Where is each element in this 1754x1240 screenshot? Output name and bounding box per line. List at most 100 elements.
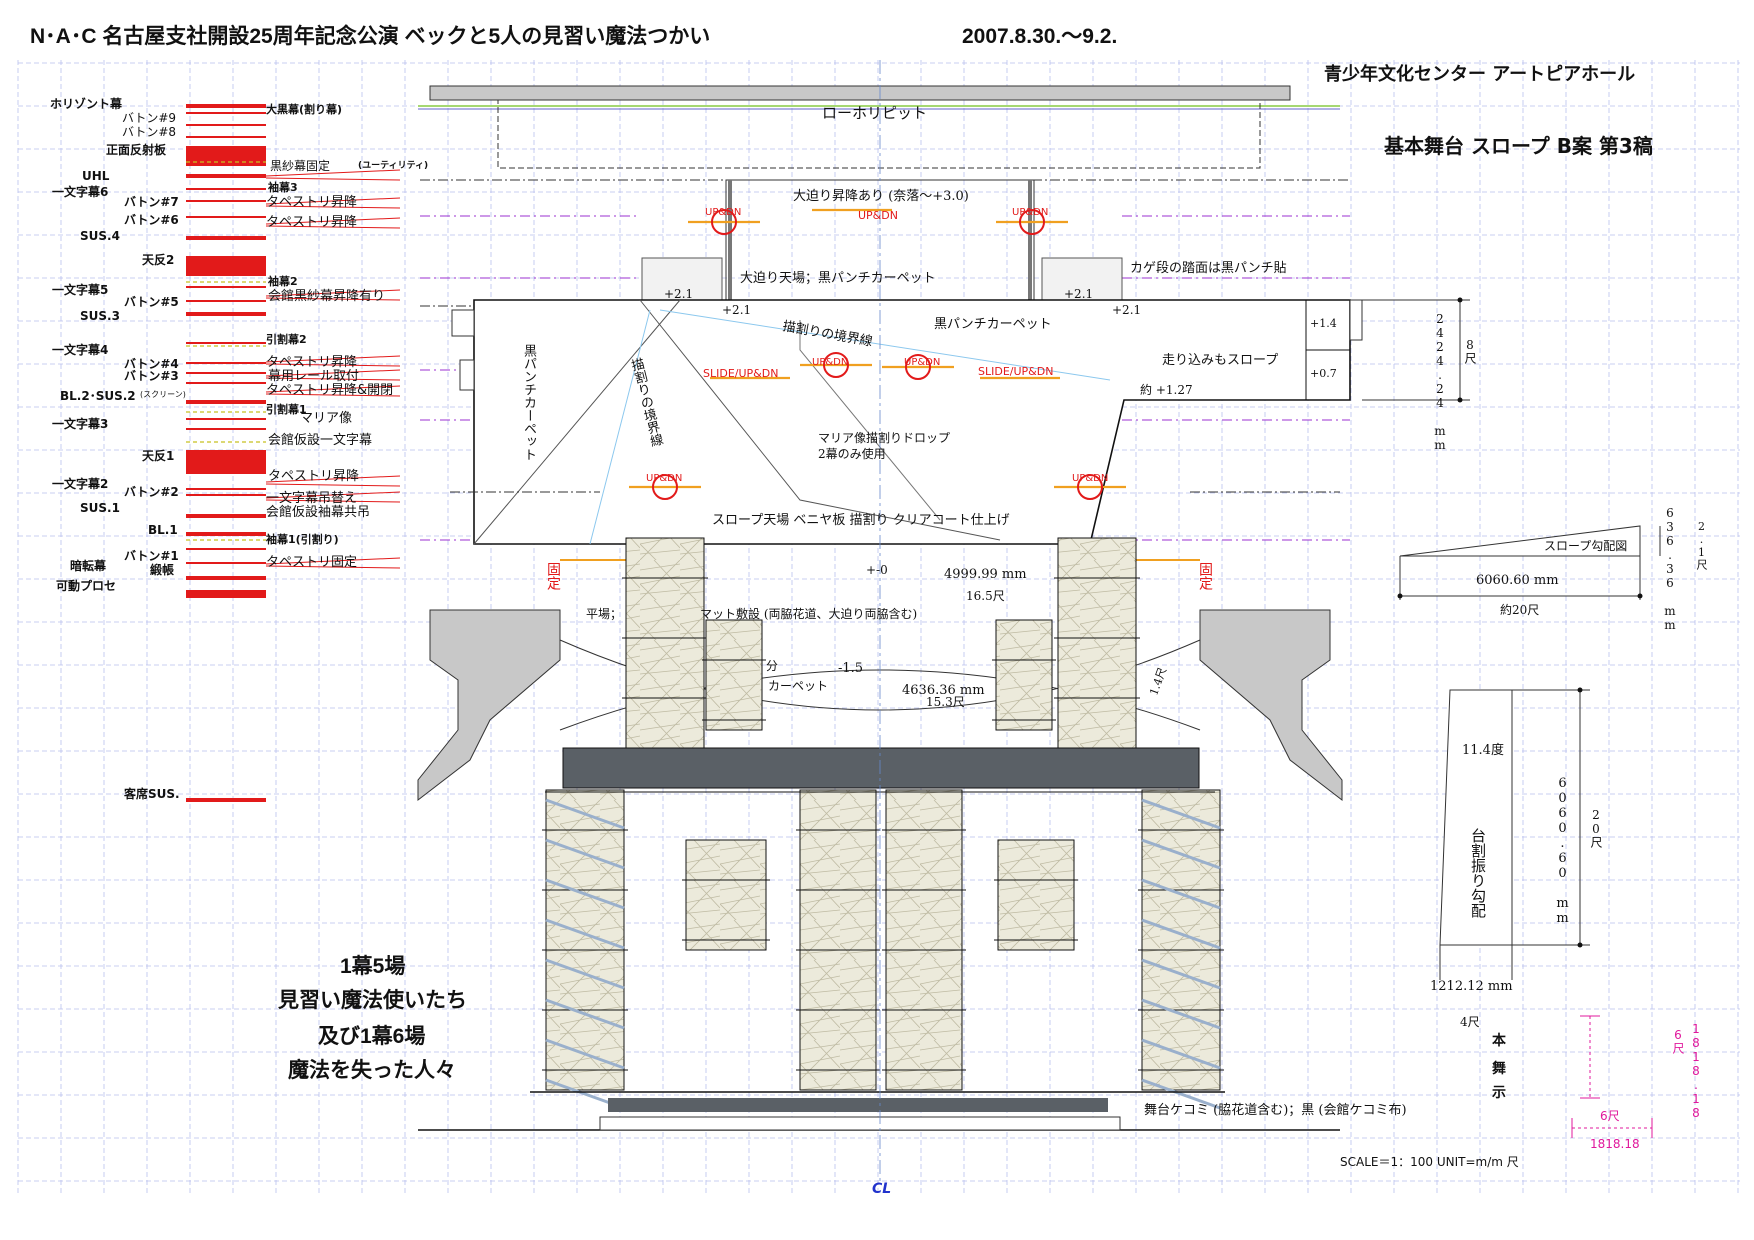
proscenium-top-bar [429, 85, 1291, 101]
fly-left-label: SUS.1 [80, 501, 120, 515]
bottom-beam [608, 1098, 1108, 1112]
fly-bars [186, 104, 401, 802]
fly-right-label: タペストリ昇降 [266, 355, 358, 370]
scene-line-3: 及び1幕6場 [318, 1025, 426, 1048]
fly-right-label: 会館黒紗幕昇降有り [268, 289, 386, 304]
scene-line-2: 見習い魔法使いたち [278, 989, 467, 1012]
fly-left-label: BL.1 [148, 523, 178, 537]
fly-right-label: 会館仮設袖幕共吊 [266, 505, 371, 520]
stand-gradient-label: 台割振り勾配 [1469, 828, 1487, 918]
fly-left-label: 可動プロセ [56, 579, 117, 593]
kage-label: カゲ段の踏面は黒パンチ貼 [1130, 261, 1287, 276]
tapestry-panel [1057, 537, 1137, 751]
slope-gradient-triangle [1399, 525, 1641, 557]
fly-left-label: バトン#3 [124, 369, 179, 383]
fly-right-label: タペストリ固定 [266, 555, 358, 570]
tapestry-panel [1141, 789, 1221, 1091]
low-horizon-pit-label: ローホリピット [822, 104, 928, 122]
fly-left-label: ホリゾント幕 [50, 97, 123, 111]
center-line-label: CL [872, 1181, 892, 1197]
fly-left-label: 一文字幕5 [52, 283, 109, 297]
fly-right-label: タペストリ昇降&開閉 [266, 383, 394, 398]
fly-right-label: タペストリ昇降 [268, 469, 360, 484]
tapestry-panels [542, 537, 1224, 1110]
fly-left-label: バトン#2 [124, 485, 179, 499]
drawing-title: N･A･C 名古屋支社開設25周年記念公演 ベックと5人の見習い魔法つかい [30, 25, 711, 48]
fly-right-label: マリア像 [300, 411, 353, 426]
kage-stairs-left [641, 257, 723, 303]
fly-right-label: 袖幕2 [268, 275, 298, 288]
fly-left-label: 一文字幕6 [52, 185, 109, 199]
fly-right-label: 会館仮設一文字幕 [268, 433, 373, 448]
fly-right-label: 袖幕1(引割り) [266, 533, 339, 546]
scale-unit: SCALE＝1：100 UNIT=m/m 尺 [1340, 1155, 1519, 1169]
fly-right-label: 引割幕2 [266, 333, 307, 346]
slope-diagram-title: スロープ勾配図 [1544, 539, 1628, 553]
fly-left-label: UHL [82, 169, 110, 183]
carpet-label: 黒パンチカーペット [934, 317, 1052, 332]
angle-label: 11.4度 [1462, 743, 1504, 758]
updn-markers [629, 208, 1126, 500]
slope-paint-lines [473, 299, 1001, 545]
fly-right-label: タペストリ昇降 [266, 195, 358, 210]
scene-line-1: 1幕5場 [340, 955, 406, 978]
tapestry-panel [625, 537, 705, 751]
fixed-left: 固定 [545, 562, 561, 590]
fly-left-label: BL.2･SUS.2 [60, 389, 136, 403]
fixed-right: 固定 [1197, 562, 1213, 590]
plan-version: 基本舞台 スロープ B案 第3稿 [1384, 134, 1653, 158]
updn-label: UP&DN [858, 209, 898, 222]
tapestry-panel [995, 619, 1053, 731]
fly-left-label: 天反2 [142, 253, 175, 267]
fly-right-label: 一文字幕吊替え [266, 491, 358, 506]
fly-left-label: SUS.4 [80, 229, 120, 243]
fly-left-label: バトン#4 [124, 357, 179, 371]
fly-left-label: 緞帳 [150, 563, 175, 577]
height-dim-1: 2424.24 mm [1433, 312, 1447, 452]
runin-label: 走り込みもスロープ [1162, 353, 1279, 368]
fly-left-label: バトン#6 [124, 213, 179, 227]
fly-left-label: (スクリーン) [140, 390, 186, 399]
maria-drop-label: マリア像描割りドロップ [818, 431, 951, 445]
big-lift-label: 大迫り昇降あり (奈落～+3.0) [793, 189, 969, 204]
tapestry-panel [799, 789, 877, 1091]
scene-line-4: 魔法を失った人々 [288, 1059, 456, 1082]
fly-left-label: バトン#8 [122, 125, 177, 139]
fly-right-label: 黒紗幕固定 [270, 159, 331, 173]
fly-right-label: 大黒幕(割り幕) [266, 103, 343, 116]
fly-left-label: 一文字幕3 [52, 417, 109, 431]
tapestry-panel [685, 839, 767, 951]
grid-lines [17, 60, 1740, 1195]
width-1: 4999.99 mm [944, 567, 1027, 582]
fly-left-label: 天反1 [142, 449, 175, 463]
mat-label: マット敷設 (両脇花道、大迫り両脇含む) [700, 607, 918, 621]
lift-top-label: 大迫り天場；黒パンチカーペット [740, 271, 936, 286]
slope-finish-label: スロープ天場 ベニヤ板 描割り クリアコート仕上げ [712, 513, 1010, 528]
paint-boundary-lines [589, 309, 1111, 545]
low-horizon-pit [497, 99, 1261, 169]
fly-left-label: 一文字幕4 [52, 343, 109, 357]
fly-right-label: 袖幕3 [268, 181, 298, 194]
fly-left-label: バトン#7 [124, 195, 179, 209]
fly-left-label: 暗転幕 [70, 559, 107, 573]
tapestry-panel [705, 619, 763, 731]
tapestry-panel [545, 789, 625, 1091]
tapestry-panel [885, 789, 963, 1091]
kecomi-label: 舞台ケコミ (脇花道含む)；黒 (会館ケコミ布) [1144, 1103, 1407, 1118]
fly-left-label: バトン#1 [124, 549, 179, 563]
side-wagon-left [417, 609, 561, 802]
side-wagon-right [1199, 609, 1343, 802]
venue-name: 青少年文化センター アートピアホール [1324, 64, 1636, 85]
front-beam [562, 747, 1200, 789]
fly-left-label: SUS.3 [80, 309, 120, 323]
fly-right-label: (ユーティリティ) [358, 161, 429, 171]
fly-left-label: 正面反射板 [106, 143, 167, 157]
fly-left-label: 一文字幕2 [52, 477, 109, 491]
fly-left-label: バトン#9 [122, 111, 177, 125]
fly-right-label: 幕用レール取付 [268, 369, 360, 384]
fly-left-label: 客席SUS. [124, 787, 180, 801]
fly-right-label: 引割幕1 [266, 403, 307, 416]
width-2: 4636.36 mm [902, 683, 985, 698]
tapestry-panel [997, 839, 1075, 951]
